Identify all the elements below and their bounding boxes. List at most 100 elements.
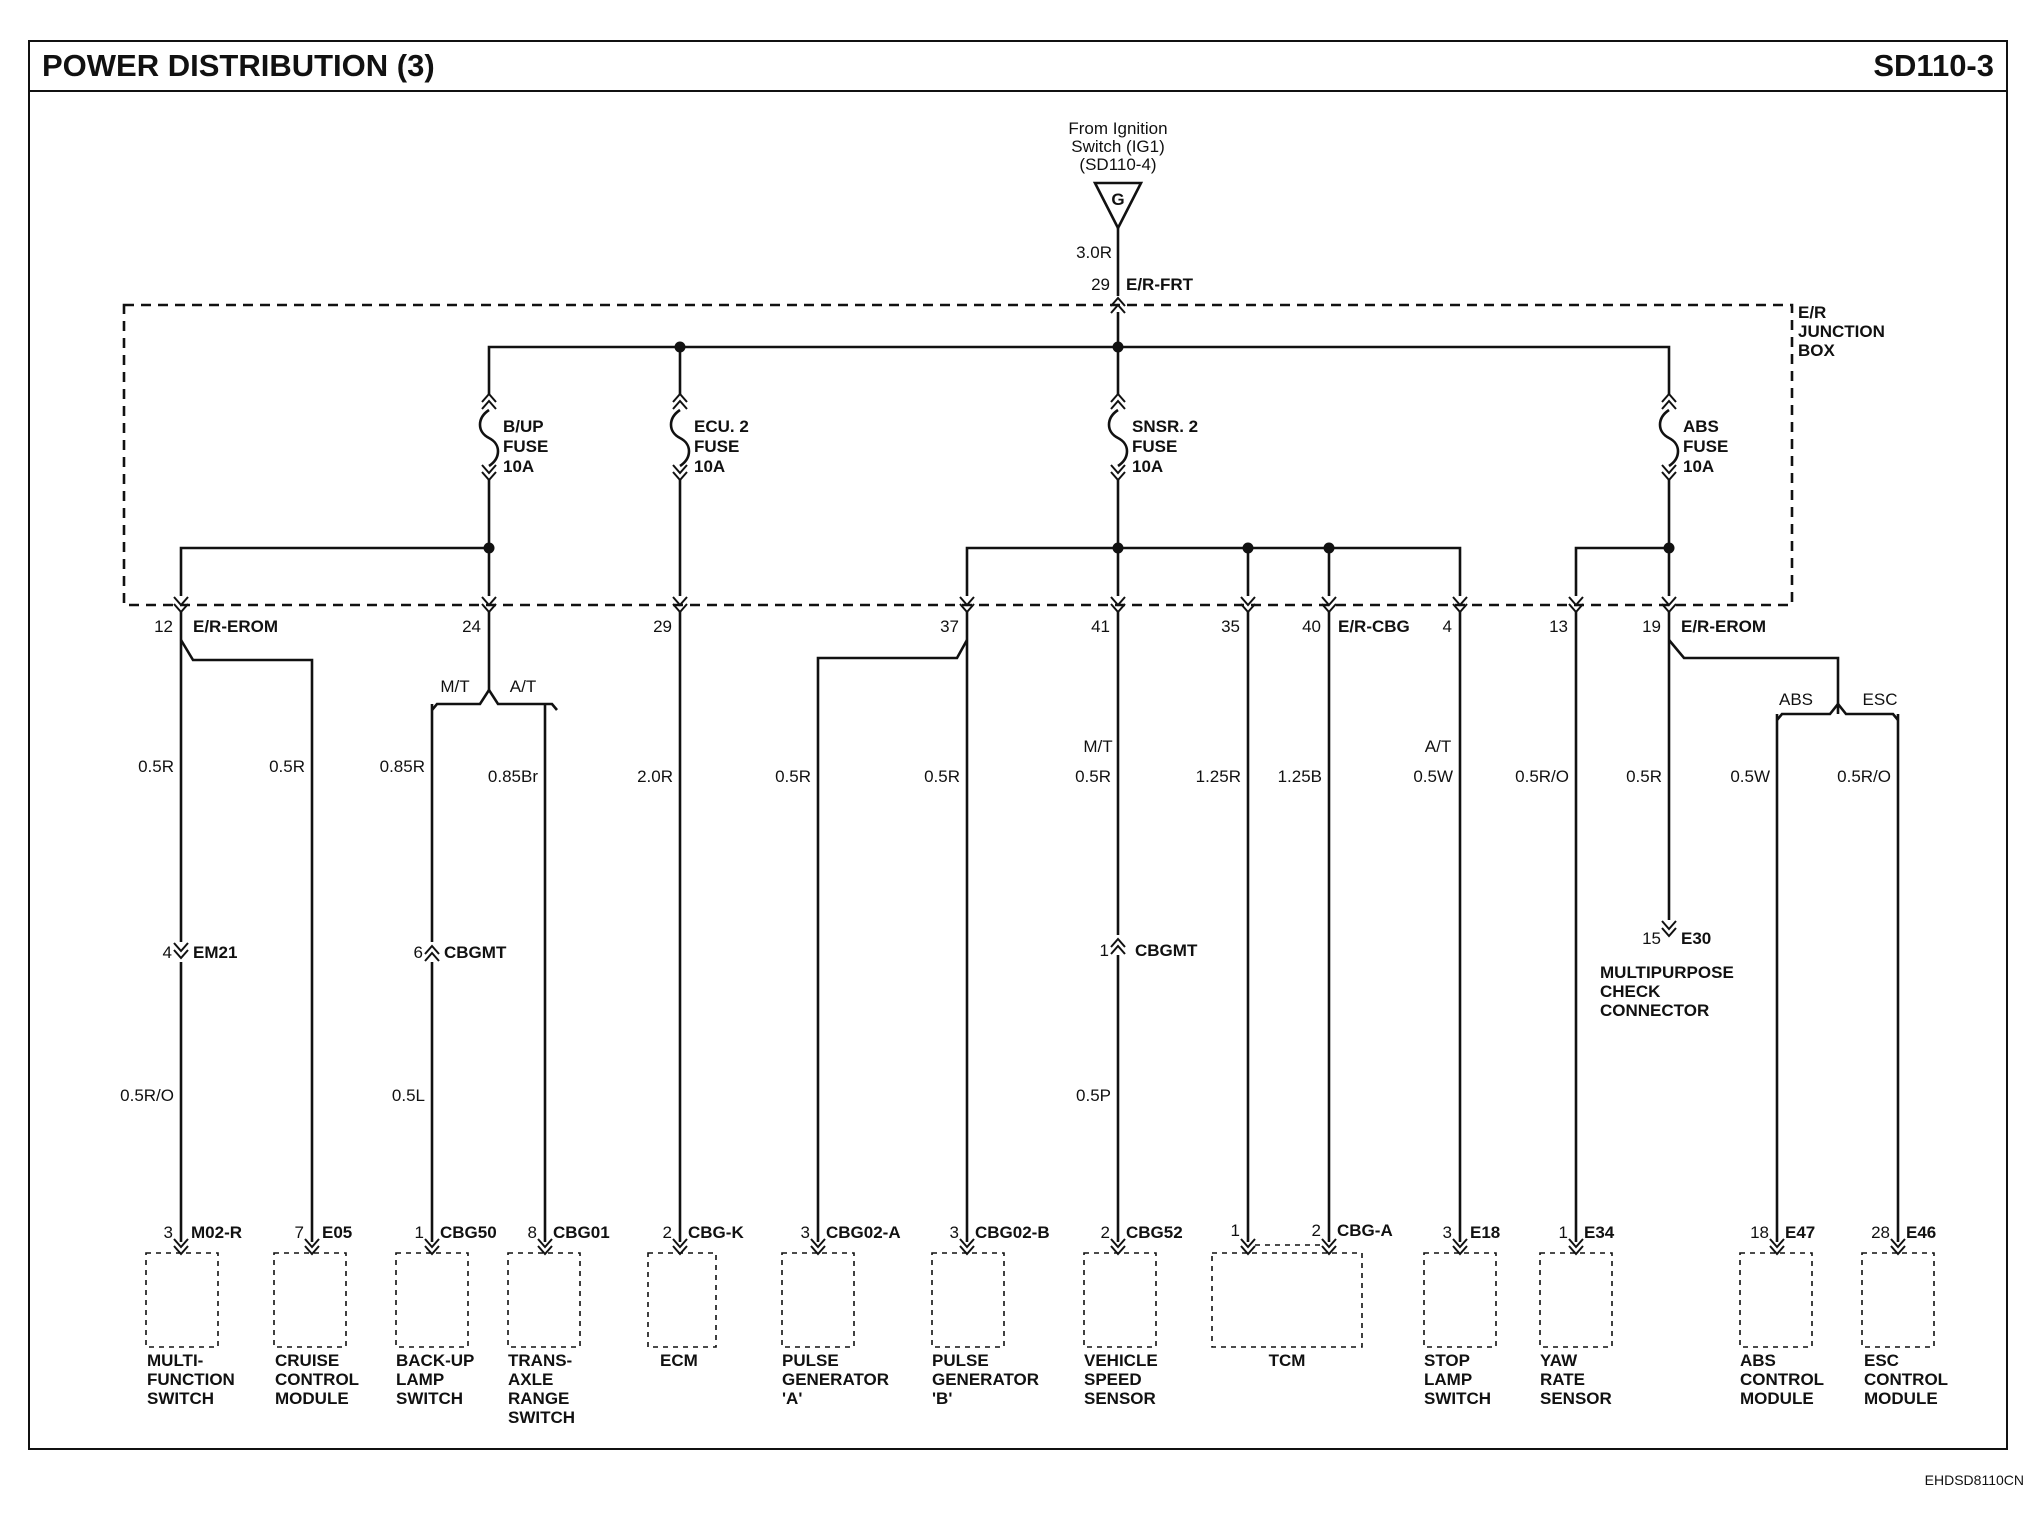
comp-label-cruise-3: MODULE <box>275 1389 349 1408</box>
comp-pin-ecm: 2 <box>663 1223 672 1242</box>
comp-pin-backup: 1 <box>415 1223 424 1242</box>
comp-conn-tcm: CBG-A <box>1337 1221 1393 1240</box>
jb-pin-24: 24 <box>462 617 481 636</box>
comp-label-multi-3: SWITCH <box>147 1389 214 1408</box>
component-tcm: TCM <box>1211 1238 1363 1370</box>
multipurpose-check-connector: 15 E30 MULTIPURPOSE CHECK CONNECTOR <box>1600 920 1734 1020</box>
fuse-bup-rating: 10A <box>503 457 534 476</box>
comp-label-pulse-b-1: PULSE <box>932 1351 989 1370</box>
comp-pin-esc: 28 <box>1871 1223 1890 1242</box>
fuse-abs-name: ABS <box>1683 417 1719 436</box>
comp-conn-transaxle: CBG01 <box>553 1223 610 1242</box>
component-esc-control-module: ESC CONTROL MODULE <box>1861 1238 1948 1408</box>
comp-label-pulse-b-2: GENERATOR <box>932 1370 1039 1389</box>
jb-pin-40: 40 <box>1302 617 1321 636</box>
junction-box-outline <box>122 303 1794 607</box>
source-label-1: From Ignition <box>1068 119 1167 138</box>
wire-label-10: 1.25B <box>1278 767 1322 786</box>
wire-label-12: 0.5R/O <box>1515 767 1569 786</box>
comp-label-esc-3: MODULE <box>1864 1389 1938 1408</box>
option-abs: ABS <box>1779 690 1813 709</box>
check-connector-label-2: CHECK <box>1600 982 1661 1001</box>
comp-label-backup-1: BACK-UP <box>396 1351 474 1370</box>
comp-label-vss-3: SENSOR <box>1084 1389 1156 1408</box>
branch-wires <box>179 639 1900 1242</box>
comp-label-transaxle-1: TRANS- <box>508 1351 572 1370</box>
comp-label-stop-2: LAMP <box>1424 1370 1472 1389</box>
comp-conn-esc: E46 <box>1906 1223 1936 1242</box>
comp-label-backup-2: LAMP <box>396 1370 444 1389</box>
component-backup-lamp-switch: BACK-UP LAMP SWITCH <box>395 1238 474 1408</box>
jb-connector-erom-left: E/R-EROM <box>193 617 278 636</box>
comp-label-multi-1: MULTI- <box>147 1351 203 1370</box>
internal-bus <box>487 312 1671 395</box>
comp-pin-yaw: 1 <box>1559 1223 1568 1242</box>
source-wire-label: 3.0R <box>1076 243 1112 262</box>
comp-label-yaw-1: YAW <box>1540 1351 1578 1370</box>
check-connector-label-1: MULTIPURPOSE <box>1600 963 1734 982</box>
page-title: POWER DISTRIBUTION (3) <box>42 48 435 83</box>
wire-label-9: 1.25R <box>1196 767 1241 786</box>
comp-pin-cruise: 7 <box>295 1223 304 1242</box>
jb-terminal-35: 35 <box>1221 596 1256 1242</box>
comp-label-pulse-b-3: 'B' <box>932 1389 952 1408</box>
jb-pin-41: 41 <box>1091 617 1110 636</box>
fuse-bup: B/UP FUSE 10A <box>478 393 548 548</box>
comp-pin-multi-function: 3 <box>164 1223 173 1242</box>
source-label-2: Switch (IG1) <box>1071 137 1165 156</box>
comp-label-esc-2: CONTROL <box>1864 1370 1948 1389</box>
comp-label-transaxle-4: SWITCH <box>508 1408 575 1427</box>
inline-connector-cbgmt-1: 6 CBGMT <box>414 943 507 962</box>
comp-conn-backup: CBG50 <box>440 1223 497 1242</box>
comp-conn-yaw: E34 <box>1584 1223 1615 1242</box>
comp-label-vss-2: SPEED <box>1084 1370 1142 1389</box>
option-at-stop: A/T <box>1425 737 1451 756</box>
inline-cbgmt2-pin: 1 <box>1100 941 1109 960</box>
comp-pin-transaxle: 8 <box>528 1223 537 1242</box>
jb-terminal-13: 13 <box>1549 596 1584 1242</box>
comp-conn-stop: E18 <box>1470 1223 1500 1242</box>
component-ecm: ECM <box>647 1238 717 1370</box>
comp-label-backup-3: SWITCH <box>396 1389 463 1408</box>
component-transaxle-range-switch: TRANS- AXLE RANGE SWITCH <box>507 1238 581 1427</box>
comp-label-abs-2: CONTROL <box>1740 1370 1824 1389</box>
option-mt-vss: M/T <box>1083 737 1112 756</box>
footer-code: EHDSD8110CN <box>1924 1472 2024 1488</box>
jb-pin-19: 19 <box>1642 617 1661 636</box>
comp-label-esc-1: ESC <box>1864 1351 1899 1370</box>
wire-label-1: 0.5R <box>138 757 174 776</box>
component-stop-lamp-switch: STOP LAMP SWITCH <box>1423 1238 1497 1408</box>
wire-label-3: 0.85R <box>380 757 425 776</box>
wire-label-4: 0.85Br <box>488 767 538 786</box>
junction-box-label-1: E/R <box>1798 303 1826 322</box>
option-mt-backup: M/T <box>440 677 469 696</box>
comp-label-cruise-1: CRUISE <box>275 1351 339 1370</box>
component-abs-control-module: ABS CONTROL MODULE <box>1739 1238 1824 1408</box>
check-connector-label-3: CONNECTOR <box>1600 1001 1709 1020</box>
option-esc: ESC <box>1863 690 1898 709</box>
jb-connector-erom-right: E/R-EROM <box>1681 617 1766 636</box>
jb-terminal-4: 4 <box>1443 596 1468 1242</box>
fuse-snsr2-type: FUSE <box>1132 437 1177 456</box>
component-cruise-control-module: CRUISE CONTROL MODULE <box>273 1238 359 1408</box>
jb-terminal-41: 41 <box>1091 596 1126 935</box>
comp-label-yaw-2: RATE <box>1540 1370 1585 1389</box>
jb-pin-4: 4 <box>1443 617 1452 636</box>
comp-label-pulse-a-1: PULSE <box>782 1351 839 1370</box>
title-bar: POWER DISTRIBUTION (3) SD110-3 <box>28 40 2008 92</box>
wire-label-3b: 0.5L <box>392 1086 425 1105</box>
wire-label-5: 2.0R <box>637 767 673 786</box>
jb-connector-cbg: E/R-CBG <box>1338 617 1410 636</box>
diagram-frame <box>28 40 2008 1450</box>
option-at-backup: A/T <box>510 677 536 696</box>
component-pin-labels: 3 M02-R 7 E05 1 CBG50 8 CBG01 2 CBG-K 3 … <box>164 1221 1937 1242</box>
fuse-ecu2-type: FUSE <box>694 437 739 456</box>
comp-pin-vss: 2 <box>1101 1223 1110 1242</box>
component-vehicle-speed-sensor: VEHICLE SPEED SENSOR <box>1083 1238 1158 1408</box>
jb-pin-37: 37 <box>940 617 959 636</box>
comp-conn-vss: CBG52 <box>1126 1223 1183 1242</box>
check-connector-pin: 15 <box>1642 929 1661 948</box>
comp-label-yaw-3: SENSOR <box>1540 1389 1612 1408</box>
inline-connector-cbgmt-2: 1 CBGMT <box>1100 938 1198 960</box>
component-pulse-generator-a: PULSE GENERATOR 'A' <box>781 1238 889 1408</box>
